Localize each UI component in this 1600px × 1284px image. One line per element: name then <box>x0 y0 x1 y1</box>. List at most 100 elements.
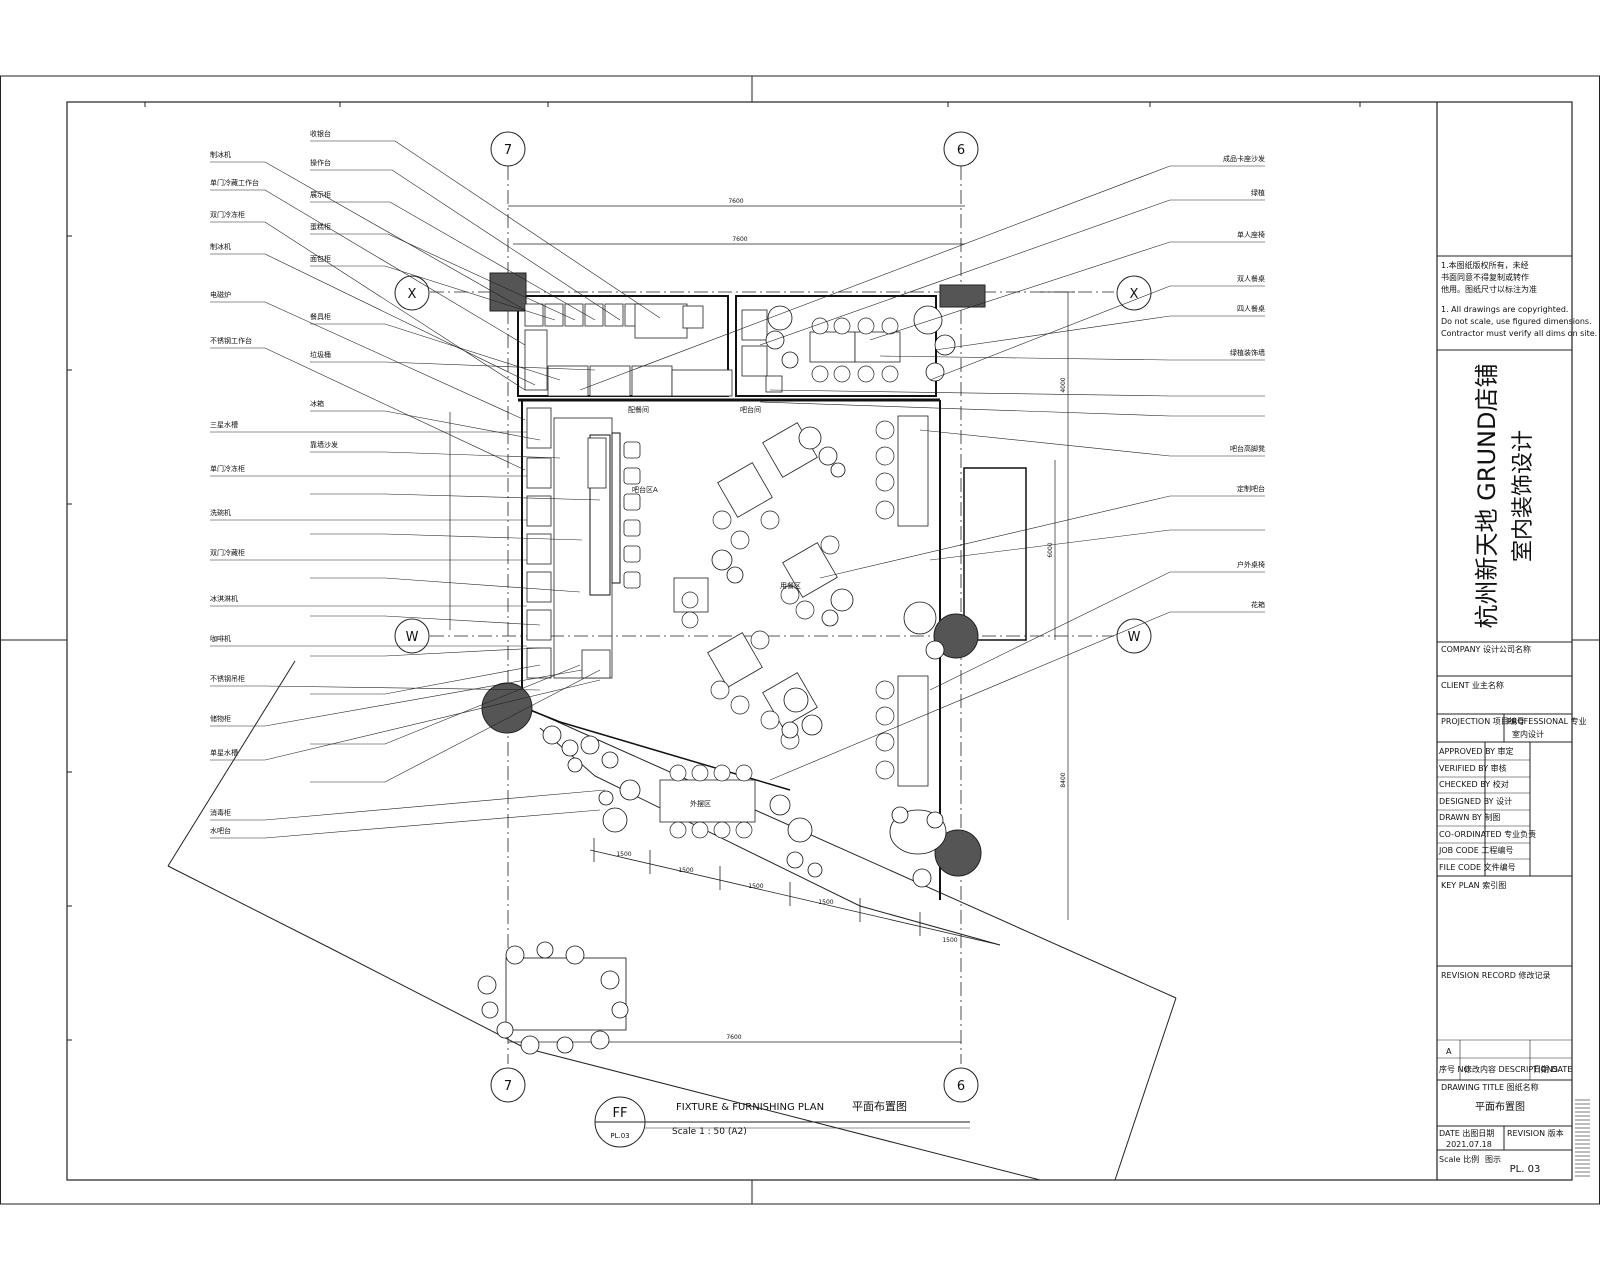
sign-row-4: DESIGNED BY 设计 <box>1439 796 1512 806</box>
annot-right-1: 成品卡座沙发 <box>1223 154 1265 163</box>
annot-left-2: 单门冷藏工作台 <box>210 178 259 187</box>
annot-left-13: 不锈钢吊柜 <box>210 674 245 683</box>
annot-left-10: 双门冷藏柜 <box>210 548 245 557</box>
column-7x <box>489 272 527 312</box>
annot-left-12: 咖啡机 <box>210 634 231 643</box>
outer-border <box>0 75 1600 1205</box>
leader-lines-right <box>579 165 1265 781</box>
dim-top-b: 7600 <box>732 236 747 243</box>
plan-title-en: FIXTURE & FURNISHING PLAN <box>676 1102 824 1113</box>
grid-bubble-x-left <box>394 275 430 311</box>
annot-left-9: 洗碗机 <box>210 508 231 517</box>
dim-right-a: 4000 <box>1060 377 1067 392</box>
annot-left-3: 双门冷冻柜 <box>210 210 245 219</box>
professional-label: PROFESSIONAL 专业 <box>1507 716 1587 726</box>
structural-columns <box>481 272 986 877</box>
inner-border <box>66 101 1573 1181</box>
site-boundary <box>167 660 1177 1181</box>
rev-a: A <box>1446 1047 1452 1056</box>
dim-seg-3: 1500 <box>748 883 763 890</box>
client-label: CLIENT 业主名称 <box>1441 680 1504 690</box>
dim-right-b: 6000 <box>1047 542 1054 557</box>
plan-title-cn: 平面布置图 <box>852 1100 907 1113</box>
grid-label-w-right: W <box>1128 630 1141 645</box>
annot-left-8: 单门冷冻柜 <box>210 464 245 473</box>
key-plan-label: KEY PLAN 索引图 <box>1441 880 1506 890</box>
annot-right-5: 四人餐桌 <box>1237 304 1265 313</box>
dimension-lines <box>449 205 1075 1043</box>
annot-left-5: 电磁炉 <box>210 290 231 299</box>
grid-label-w-left: W <box>406 630 419 645</box>
annot-mid-2: 操作台 <box>310 158 331 167</box>
dining-chairs <box>669 317 899 839</box>
rev-header-date: 日期 DATE <box>1533 1065 1572 1074</box>
annot-mid-5: 面包柜 <box>310 254 331 263</box>
grid-label-6-top: 6 <box>957 143 965 158</box>
date-value: 2021.07.18 <box>1446 1140 1492 1149</box>
room-label-kitchen-left: 配餐间 <box>628 405 649 414</box>
annot-mid-3: 展示柜 <box>310 190 331 199</box>
service-counter <box>526 407 613 679</box>
room-label-outdoor-zone: 外摆区 <box>690 799 711 808</box>
grid-bubble-7-top <box>490 131 526 167</box>
room-label-dining-zone: 用餐区 <box>780 581 801 590</box>
dim-seg-1: 1500 <box>616 851 631 858</box>
column-6w <box>933 613 979 659</box>
sign-row-8: FILE CODE 文件编号 <box>1439 862 1516 872</box>
annot-left-4: 制冰机 <box>210 242 231 251</box>
project-subtitle: 室内装饰设计 <box>1511 430 1536 562</box>
drawing-title-label: DRAWING TITLE 图纸名称 <box>1441 1082 1539 1092</box>
scale-value: 图示 <box>1485 1155 1501 1164</box>
dim-right-c: 8400 <box>1060 772 1067 787</box>
room-label-kitchen-right: 吧台间 <box>740 405 761 414</box>
notes-cn-2: 书面同意不得复制或转作 <box>1441 272 1529 282</box>
planting <box>477 305 956 1055</box>
grid-bubble-6-top <box>943 131 979 167</box>
sign-row-5: DRAWN BY 制图 <box>1439 812 1500 822</box>
notes-cn-3: 他用。图纸尺寸以标注为准 <box>1441 284 1537 294</box>
grid-bubble-7-bottom <box>490 1067 526 1103</box>
column-6x <box>939 284 986 308</box>
dim-seg-5: 1500 <box>942 937 957 944</box>
annot-left-16: 消毒柜 <box>210 808 231 817</box>
annot-left-14: 储物柜 <box>210 714 231 723</box>
annot-right-9: 户外桌椅 <box>1237 560 1265 569</box>
grid-bubble-w-left <box>394 618 430 654</box>
annot-left-7: 三星水槽 <box>210 420 238 429</box>
rev-header-no: 序号 NO. <box>1439 1064 1472 1074</box>
annot-right-6: 绿植装饰墙 <box>1230 348 1265 357</box>
drawing-title: 平面布置图 <box>1475 1101 1525 1113</box>
grid-label-7-bottom: 7 <box>504 1079 512 1094</box>
column-6s <box>934 829 982 877</box>
grid-bubble-x-right <box>1116 275 1152 311</box>
annot-mid-1: 收银台 <box>310 129 331 138</box>
annot-mid-4: 蛋糕柜 <box>310 222 331 231</box>
kitchen-equipment <box>524 303 783 397</box>
notes-en-3: Contractor must verify all dims on site. <box>1441 329 1597 338</box>
annot-left-1: 制冰机 <box>210 150 231 159</box>
dim-top-a: 7600 <box>728 198 743 205</box>
grid-bubble-6-bottom <box>943 1067 979 1103</box>
revision-label: REVISION 版本 <box>1507 1128 1564 1138</box>
scale-label: Scale 比例 <box>1439 1154 1479 1164</box>
section-symbol: FF <box>613 1106 628 1121</box>
title-block: 1.本图纸版权所有，未经 书面同意不得复制或转作 他用。图纸尺寸以标注为准 1.… <box>1436 102 1597 1180</box>
dim-seg-2: 1500 <box>678 867 693 874</box>
leader-lines-left <box>210 140 661 839</box>
revision-record-label: REVISION RECORD 修改记录 <box>1441 970 1550 980</box>
notes-en-1: 1. All drawings are copyrighted. <box>1441 305 1568 314</box>
annot-mid-7: 垃圾桶 <box>310 350 331 359</box>
annot-right-2: 绿植 <box>1251 188 1265 197</box>
sheet-number: PL. 03 <box>1510 1164 1541 1175</box>
annot-left-17: 水吧台 <box>210 826 231 835</box>
sign-row-7: JOB CODE 工程编号 <box>1438 845 1513 855</box>
annot-left-15: 单星水槽 <box>210 748 238 757</box>
notes-cn-1: 1.本图纸版权所有，未经 <box>1441 260 1529 270</box>
grid-bubbles <box>394 131 1152 1103</box>
room-label-bar-zone: 吧台区A <box>632 485 658 494</box>
plan-title: FF PL.03 FIXTURE & FURNISHING PLAN 平面布置图… <box>594 1096 970 1148</box>
rev-header-desc: 修改内容 DESCRIPTIONS <box>1464 1064 1558 1074</box>
annot-right-3: 单人座椅 <box>1237 230 1265 239</box>
